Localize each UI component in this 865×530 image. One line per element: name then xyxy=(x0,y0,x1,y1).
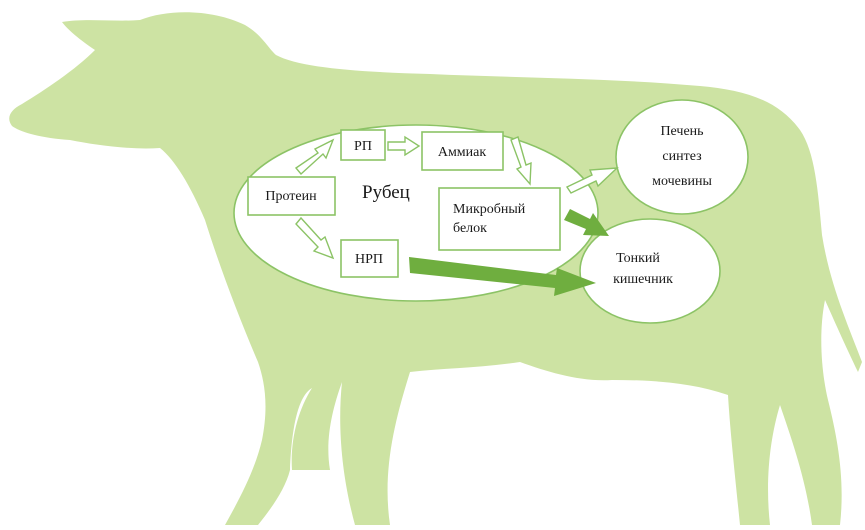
rp-box xyxy=(340,129,386,161)
arrow-rp-to-ammonia xyxy=(387,135,421,157)
rumen-ellipse xyxy=(233,124,599,302)
protein-label: Протеин xyxy=(265,189,317,204)
protein-box xyxy=(247,176,336,216)
liver-label-line2: синтез xyxy=(662,149,702,164)
liver-label-line1: Печень xyxy=(660,124,703,139)
arrow-microbial-to-intestine xyxy=(564,209,609,236)
arrow-nrp-to-intestine xyxy=(409,257,596,296)
arrow-protein-to-rp xyxy=(294,138,335,176)
intestine-label-line2: кишечник xyxy=(613,272,673,287)
rumen-label: Рубец xyxy=(362,182,410,203)
rp-label: РП xyxy=(354,139,372,154)
nrp-box xyxy=(340,239,399,278)
microbial-protein-label-line2: белок xyxy=(453,221,487,236)
arrow-ammonia-to-microbial xyxy=(510,136,532,186)
small-intestine-circle xyxy=(579,218,721,324)
microbial-protein-box xyxy=(438,187,561,251)
ammonia-label: Аммиак xyxy=(438,145,487,160)
liver-circle xyxy=(615,99,749,215)
arrow-to-liver xyxy=(565,167,619,194)
ammonia-box xyxy=(421,131,504,171)
microbial-protein-label-line1: Микробный xyxy=(453,202,526,217)
liver-label-line3: мочевины xyxy=(652,174,712,189)
arrow-protein-to-nrp xyxy=(295,216,335,260)
nrp-label: НРП xyxy=(355,252,383,267)
intestine-label-line1: Тонкий xyxy=(616,251,660,266)
